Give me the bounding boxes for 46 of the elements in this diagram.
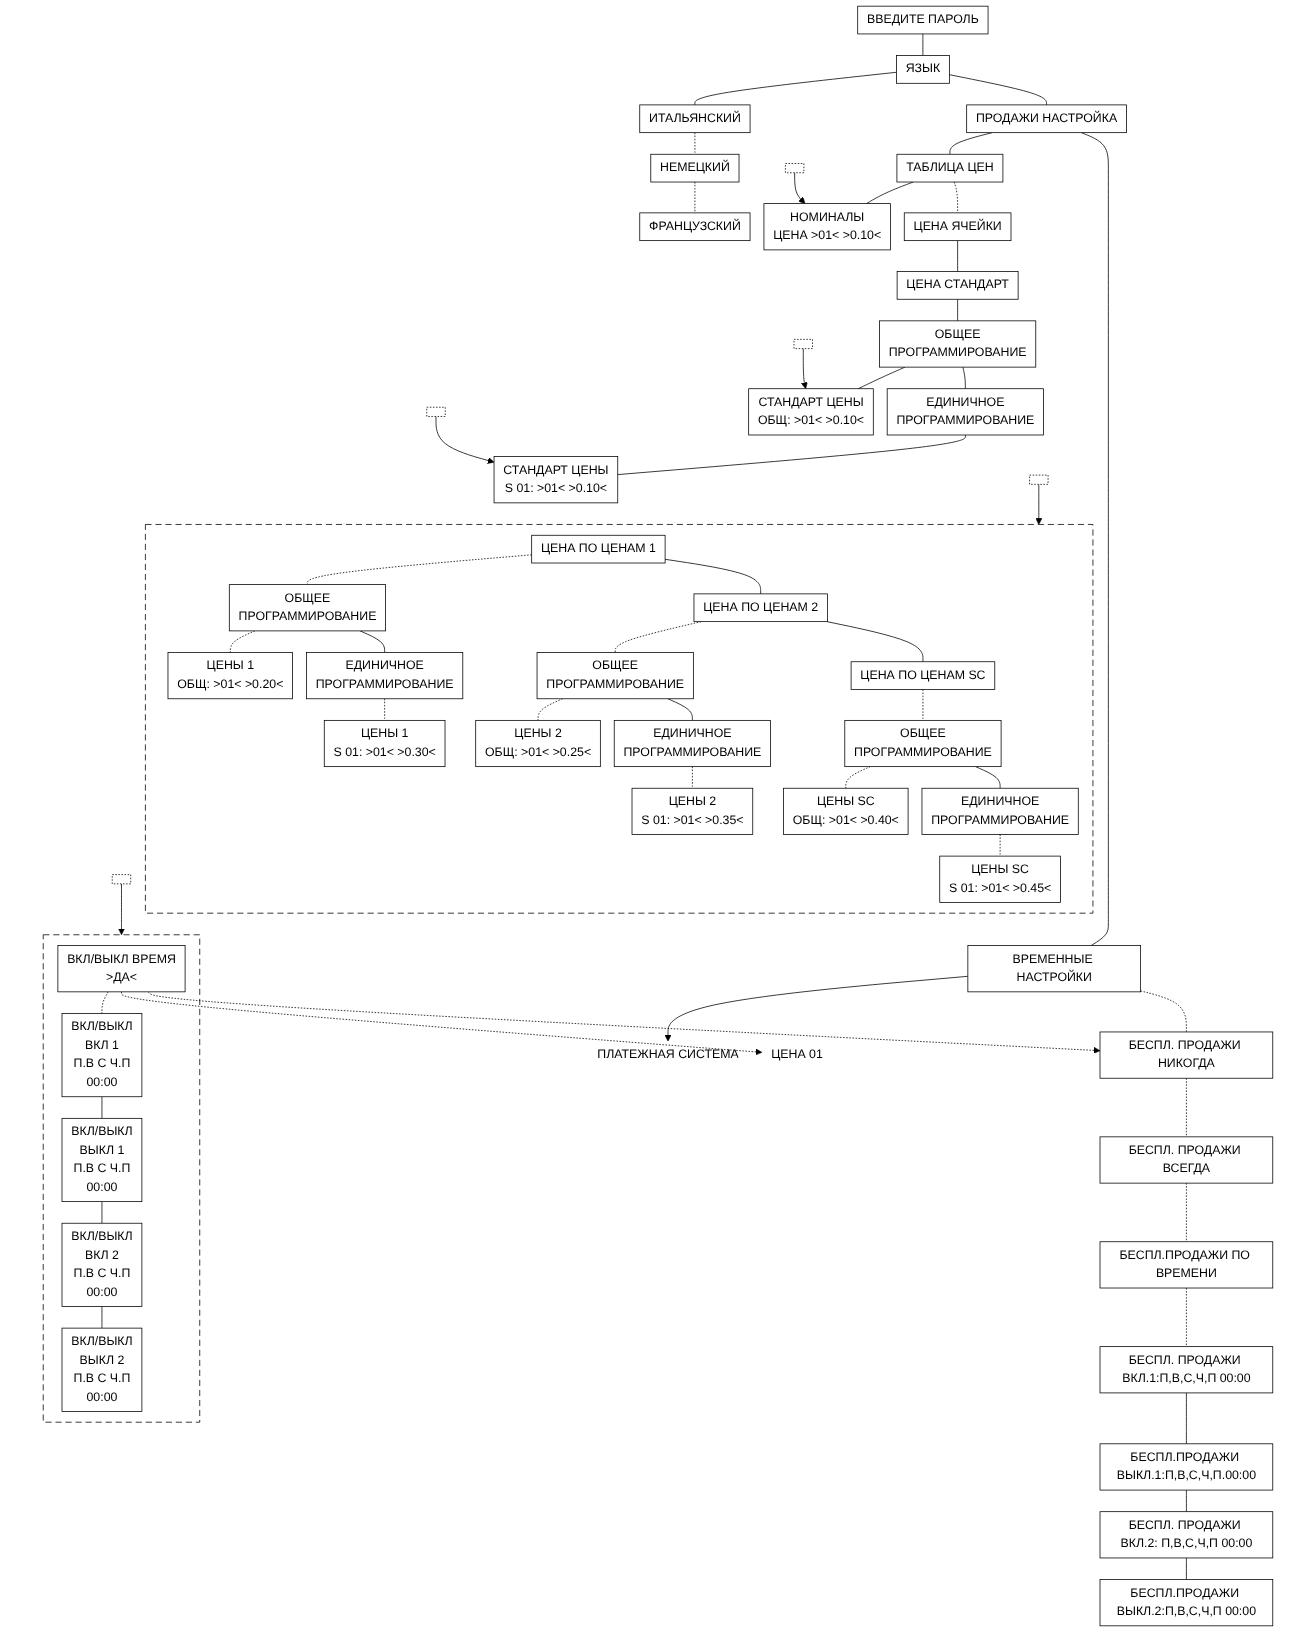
connector [866, 181, 914, 204]
connector [614, 621, 702, 653]
connector [975, 766, 1001, 789]
connector [949, 132, 993, 155]
connector [101, 1306, 103, 1329]
connector [962, 366, 966, 390]
connector [949, 74, 1047, 106]
node-box [111, 874, 132, 885]
connector [229, 630, 256, 653]
connector [922, 33, 924, 56]
connector [922, 689, 924, 721]
connector [694, 181, 696, 214]
connector [1186, 1182, 1187, 1243]
connector [1140, 990, 1187, 1033]
connector [694, 132, 696, 155]
connector [1080, 132, 1109, 946]
connector [384, 698, 386, 721]
connector [101, 991, 109, 1014]
connector [953, 181, 958, 214]
connector [1186, 1077, 1187, 1138]
connector [537, 698, 563, 721]
node-box [426, 406, 446, 417]
connector [1186, 1392, 1187, 1445]
node-box [793, 338, 813, 349]
connector [957, 298, 958, 322]
connector [307, 554, 533, 585]
connector [845, 766, 871, 789]
cluster [42, 934, 201, 1423]
connector [359, 630, 386, 653]
connector [101, 1201, 103, 1224]
node-box [1029, 474, 1049, 485]
connector [1186, 1489, 1187, 1513]
connector [617, 434, 966, 475]
connector [957, 240, 958, 272]
connector [826, 621, 924, 663]
connector [1186, 1287, 1187, 1347]
connector [694, 71, 897, 106]
node-box [785, 163, 805, 174]
cluster [145, 524, 1094, 914]
connector [1186, 1557, 1187, 1580]
connector [664, 558, 762, 595]
connector [857, 366, 906, 390]
connector [101, 1096, 103, 1119]
connector [692, 766, 693, 789]
connector [999, 834, 1001, 857]
connector [667, 698, 693, 721]
